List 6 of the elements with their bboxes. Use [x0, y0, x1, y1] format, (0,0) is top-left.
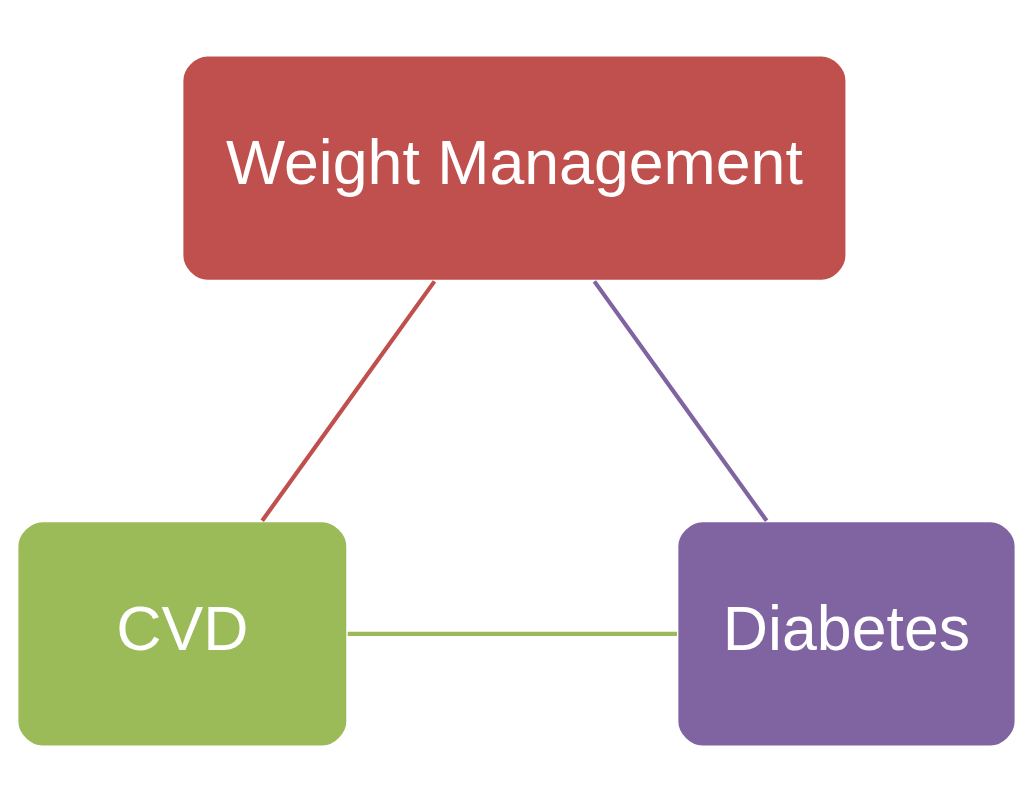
node-box: Diabetes [675, 520, 1017, 748]
connector [592, 280, 768, 523]
node-box: Weight Management [180, 54, 848, 282]
connector [260, 280, 436, 522]
node-box: CVD [15, 520, 348, 748]
connector [347, 631, 677, 636]
